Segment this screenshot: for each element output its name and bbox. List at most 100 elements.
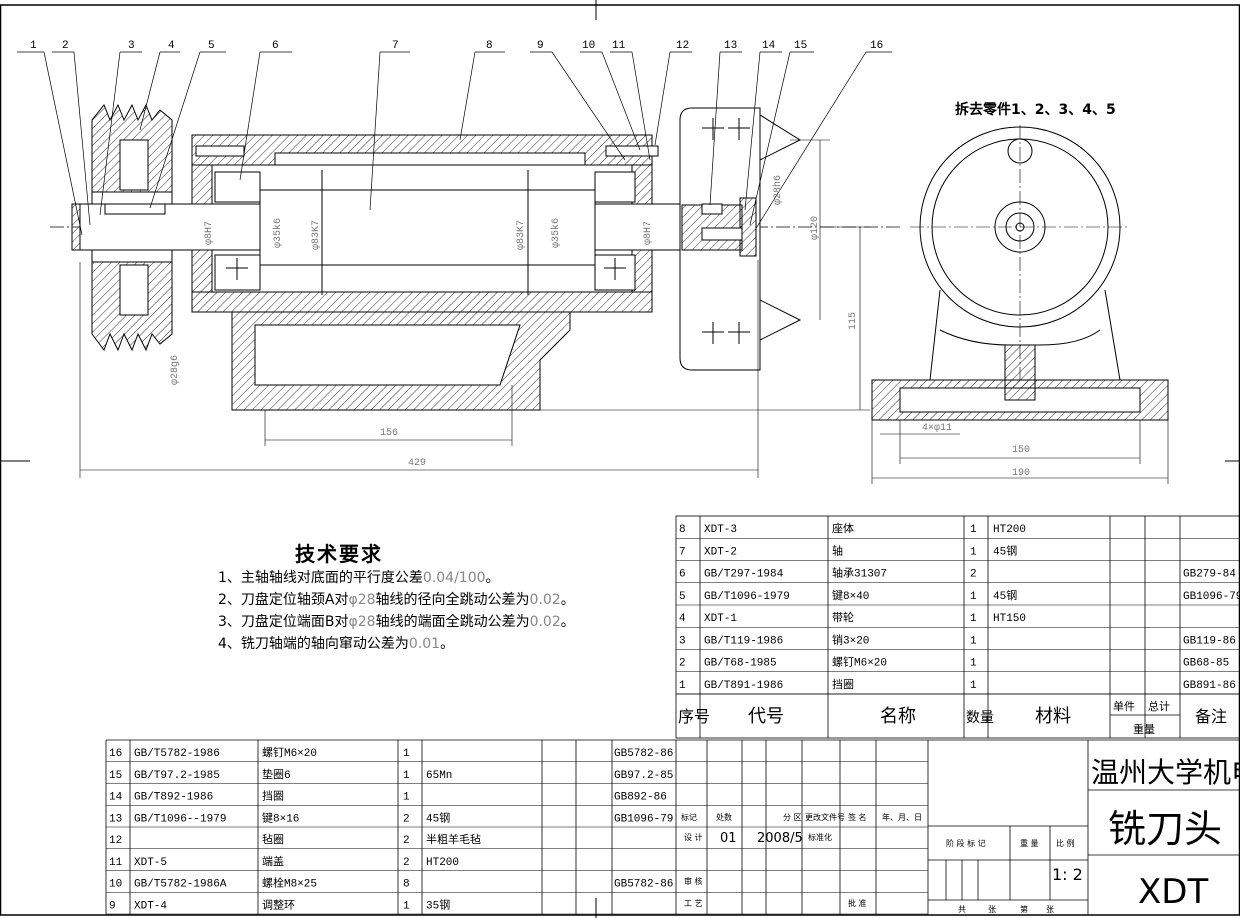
side-view-dims [871,420,1169,484]
bom-top-no: 7 [679,546,686,558]
bom-bottom-no: 10 [109,879,122,891]
bom-top-code: GB/T891-1986 [704,680,783,692]
requirement-4: 4、铣刀轴端的轴向窜动公差为0.01。 [218,636,455,652]
bom-top-name: 轴 [832,543,843,558]
part-no-1: 1 [30,40,37,52]
bom-top-no: 1 [679,680,686,692]
bom-header-weight: 重量 [1133,722,1155,736]
bom-top-qty: 1 [970,680,977,692]
bom-top-mat: 45钢 [993,544,1017,558]
bom-bottom-note: GB892-86 [614,792,667,804]
bom-top-code: GB/T119-1986 [704,635,783,647]
bom-bottom-no: 9 [109,900,116,912]
bom-top-no: 5 [679,591,686,603]
tb-label-total-sheets: 共 [958,905,966,914]
part-no-6: 6 [272,40,279,52]
tb-label-count: 处数 [716,812,732,822]
tb-label-sign: 签 名 [848,812,867,822]
bom-bottom-name: 垫圈6 [262,767,291,782]
dim-d35k6-left: φ35k6 [272,218,284,248]
bom-bottom-qty: 1 [403,900,410,912]
bom-top-qty: 1 [970,591,977,603]
bom-top-code: GB/T68-1985 [704,658,777,670]
bom-bottom-qty: 1 [403,770,410,782]
tb-label-approve: 批 准 [848,898,867,908]
dim-429: 429 [408,458,426,469]
bom-top-code: GB/T297-1984 [704,569,784,581]
bom-top-code: XDT-2 [704,546,737,558]
dim-d83k7-right: φ83K7 [516,220,527,250]
bom-header-unit: 单件 [1113,700,1135,713]
bom-bottom-name: 螺钉M6×20 [262,746,317,760]
bom-top-qty: 1 [970,524,977,536]
bom-top-name: 座体 [832,521,854,536]
tb-label-weight: 重 量 [1020,838,1039,848]
dim-d83k7-left: φ83K7 [311,220,322,250]
design-no: 01 [720,831,737,846]
drawing-code: XDT [1138,872,1208,912]
tb-label-process: 工 艺 [684,899,703,908]
bom-bottom-name: 毡圈 [262,833,284,847]
requirement-1: 1、主轴轴线对底面的平行度公差0.04/100。 [218,570,500,586]
dim-115: 115 [848,312,859,330]
title-block-grid [706,740,1240,914]
bom-top-note: GB279-84 [1183,569,1236,581]
bom-bottom-mat: 35钢 [426,898,450,912]
bom-top-note: GB68-85 [1183,658,1229,670]
part-no-11: 11 [612,40,626,52]
bom-top-name: 螺钉M6×20 [832,656,887,670]
tb-label-stage: 阶 段 标 记 [946,838,986,848]
tb-label-change: 更改文件号 [805,812,845,822]
bom-header-note: 备注 [1195,707,1227,726]
main-section-view [50,103,900,411]
bom-top-no: 2 [679,658,686,670]
bom-bottom-mat: HT200 [426,857,459,869]
bom-bottom-no: 11 [109,857,123,869]
bom-bottom-mat: 65Mn [426,770,452,782]
title-block-labels: 标记 处数 分 区 更改文件号 签 名 年、月、日 设 计 标准化 审 核 工 … [681,812,1075,914]
bom-bottom-code: XDT-4 [134,900,167,912]
dim-d28h6: φ28h6 [772,175,784,205]
scale-value: 1: 2 [1052,865,1083,884]
bom-top-mat: HT150 [993,613,1026,625]
bom-bottom-qty: 1 [403,748,410,760]
part-number-labels: 1 2 3 4 5 6 7 8 9 10 11 12 13 14 15 16 [30,40,883,52]
bom-top-name: 轴承31307 [832,566,887,581]
part-no-15: 15 [794,40,807,52]
bom-bottom-code: XDT-5 [134,857,167,869]
bom-top-name: 挡圈 [832,677,854,692]
part-leaders [17,51,892,236]
requirement-2: 2、刀盘定位轴颈A对φ28轴线的径向全跳动公差为0.02。 [218,592,575,608]
technical-requirements: 技术要求 1、主轴轴线对底面的平行度公差0.04/100。 2、刀盘定位轴颈A对… [190,543,660,655]
bom-top-qty: 1 [970,658,977,670]
bom-bottom-mat: 45钢 [426,811,450,825]
design-date: 2008/5 [757,831,803,846]
bom-bottom-code: GB/T892-1986 [134,792,213,804]
dimension-lines [79,139,870,478]
tb-label-mark: 标记 [681,812,697,822]
bom-header-total: 总计 [1148,699,1170,713]
dimension-texts: φ28g6 φ8H7 φ35k6 φ83K7 φ83K7 φ35k6 φ8H7 … [170,175,859,469]
bom-bottom-name: 端盖 [262,854,284,869]
bom-top-code: GB/T1096-1979 [704,591,790,603]
bom-top-name: 销3×20 [832,632,869,647]
dim-d35k6-right: φ35k6 [550,218,562,248]
bom-top-qty: 1 [970,635,977,647]
bom-header-name: 名称 [880,706,916,727]
part-no-3: 3 [128,40,135,52]
bom-top-code: XDT-1 [704,613,737,625]
bom-bottom-code: GB/T5782-1986A [134,879,227,891]
part-no-5: 5 [208,40,215,52]
dim-190: 190 [1012,468,1030,479]
part-no-7: 7 [392,40,399,52]
side-view [871,125,1169,421]
dim-d28g6: φ28g6 [170,355,181,385]
bom-bottom-name: 键8×16 [262,810,299,825]
tb-label-sheet: 张 [988,905,996,914]
bom-top-name: 带轮 [832,610,854,625]
bom-header-no: 序号 [678,707,710,726]
dim-holes: 4×φ11 [922,423,952,434]
tb-label-ratio: 比 例 [1056,838,1075,848]
view-label: 拆去零件1、2、3、4、5 [955,101,1116,118]
